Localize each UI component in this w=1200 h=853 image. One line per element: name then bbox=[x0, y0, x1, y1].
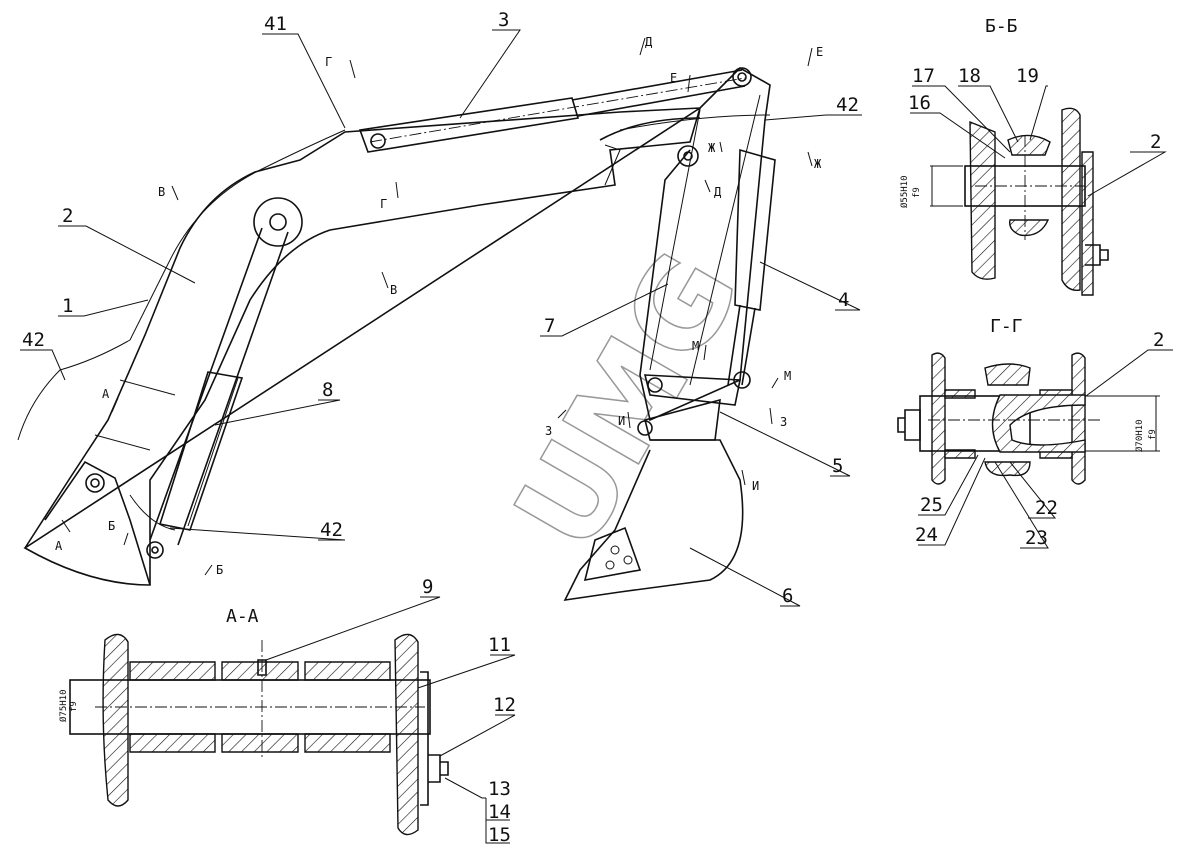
part-19: 19 bbox=[1016, 65, 1039, 87]
section-gg: Г-Г Ø70H10 f9 2 25 22 24 23 bbox=[897, 316, 1173, 549]
cut-label: И bbox=[752, 479, 759, 493]
part-12: 12 bbox=[493, 694, 516, 716]
part-numbers: 41 3 42 2 1 42 8 7 4 5 6 42 9 11 12 13 1… bbox=[22, 9, 859, 846]
cut-label: В bbox=[158, 185, 165, 199]
part-4: 4 bbox=[838, 289, 849, 311]
cut-label: Г bbox=[380, 197, 387, 211]
part-8: 8 bbox=[322, 379, 333, 401]
part-41: 41 bbox=[264, 13, 287, 35]
part-42: 42 bbox=[22, 329, 45, 351]
part-9: 9 bbox=[422, 576, 433, 598]
section-bb: Б-Б Ø55H10 f9 17 18 19 16 2 bbox=[899, 16, 1167, 296]
boom-cylinder bbox=[149, 227, 289, 546]
cut-label: Ж bbox=[708, 141, 716, 155]
dim-55: Ø55H10 bbox=[899, 175, 910, 208]
cut-label: А bbox=[55, 539, 63, 553]
part-18: 18 bbox=[958, 65, 981, 87]
part-1: 1 bbox=[62, 295, 73, 317]
cut-label: Е bbox=[816, 45, 823, 59]
section-cut-marks: Г Д Е Е В Г Ж Ж Д В М М А З И З И А Б Б bbox=[55, 35, 823, 577]
part-24: 24 bbox=[915, 524, 938, 546]
section-bb-title: Б-Б bbox=[985, 16, 1018, 37]
cut-label: Б bbox=[108, 519, 115, 533]
cut-label: Ж bbox=[814, 157, 822, 171]
cut-label: З bbox=[545, 424, 552, 438]
part-3: 3 bbox=[498, 9, 509, 31]
cut-label: А bbox=[102, 387, 110, 401]
part-6: 6 bbox=[782, 585, 793, 607]
boom-foot bbox=[44, 460, 151, 586]
cut-label: М bbox=[784, 369, 791, 383]
part-2: 2 bbox=[1153, 329, 1164, 351]
part-14: 14 bbox=[488, 801, 511, 823]
part-7: 7 bbox=[544, 315, 555, 337]
part-11: 11 bbox=[488, 634, 511, 656]
boom-outline bbox=[23, 106, 702, 586]
cut-label: В bbox=[390, 283, 397, 297]
part-25: 25 bbox=[920, 494, 943, 516]
dim-70-tol: f9 bbox=[1148, 429, 1158, 440]
section-aa: А-А Ø75H10 f9 bbox=[58, 606, 449, 836]
part-5: 5 bbox=[832, 455, 843, 477]
section-aa-title: А-А bbox=[226, 606, 259, 627]
cut-label: Е bbox=[670, 71, 677, 85]
part-13: 13 bbox=[488, 778, 511, 800]
hose-42 bbox=[17, 129, 346, 441]
cut-label: Г bbox=[325, 55, 332, 69]
leader-lines bbox=[20, 29, 862, 844]
part-16: 16 bbox=[908, 92, 931, 114]
dim-75-tol: f9 bbox=[69, 701, 79, 712]
cut-label: И bbox=[618, 414, 625, 428]
cut-label: З bbox=[780, 415, 787, 429]
part-17: 17 bbox=[912, 65, 935, 87]
cut-label: Б bbox=[216, 563, 223, 577]
dim-55-tol: f9 bbox=[912, 187, 922, 198]
dim-75: Ø75H10 bbox=[58, 689, 69, 722]
bucket bbox=[563, 439, 744, 602]
cut-label: М bbox=[692, 339, 699, 353]
part-22: 22 bbox=[1035, 497, 1058, 519]
watermark-logo: UMG bbox=[489, 230, 767, 573]
part-42: 42 bbox=[320, 519, 343, 541]
part-42: 42 bbox=[836, 94, 859, 116]
cut-label: Д bbox=[645, 35, 653, 49]
part-2: 2 bbox=[1150, 131, 1161, 153]
dim-70: Ø70H10 bbox=[1134, 419, 1145, 452]
cut-label: Д bbox=[714, 185, 722, 199]
bucket-cylinder bbox=[727, 148, 776, 389]
part-23: 23 bbox=[1025, 527, 1048, 549]
part-15: 15 bbox=[488, 824, 511, 846]
part-2: 2 bbox=[62, 205, 73, 227]
section-gg-title: Г-Г bbox=[990, 316, 1023, 337]
arm-cylinder bbox=[358, 67, 752, 153]
main-view bbox=[17, 67, 776, 602]
